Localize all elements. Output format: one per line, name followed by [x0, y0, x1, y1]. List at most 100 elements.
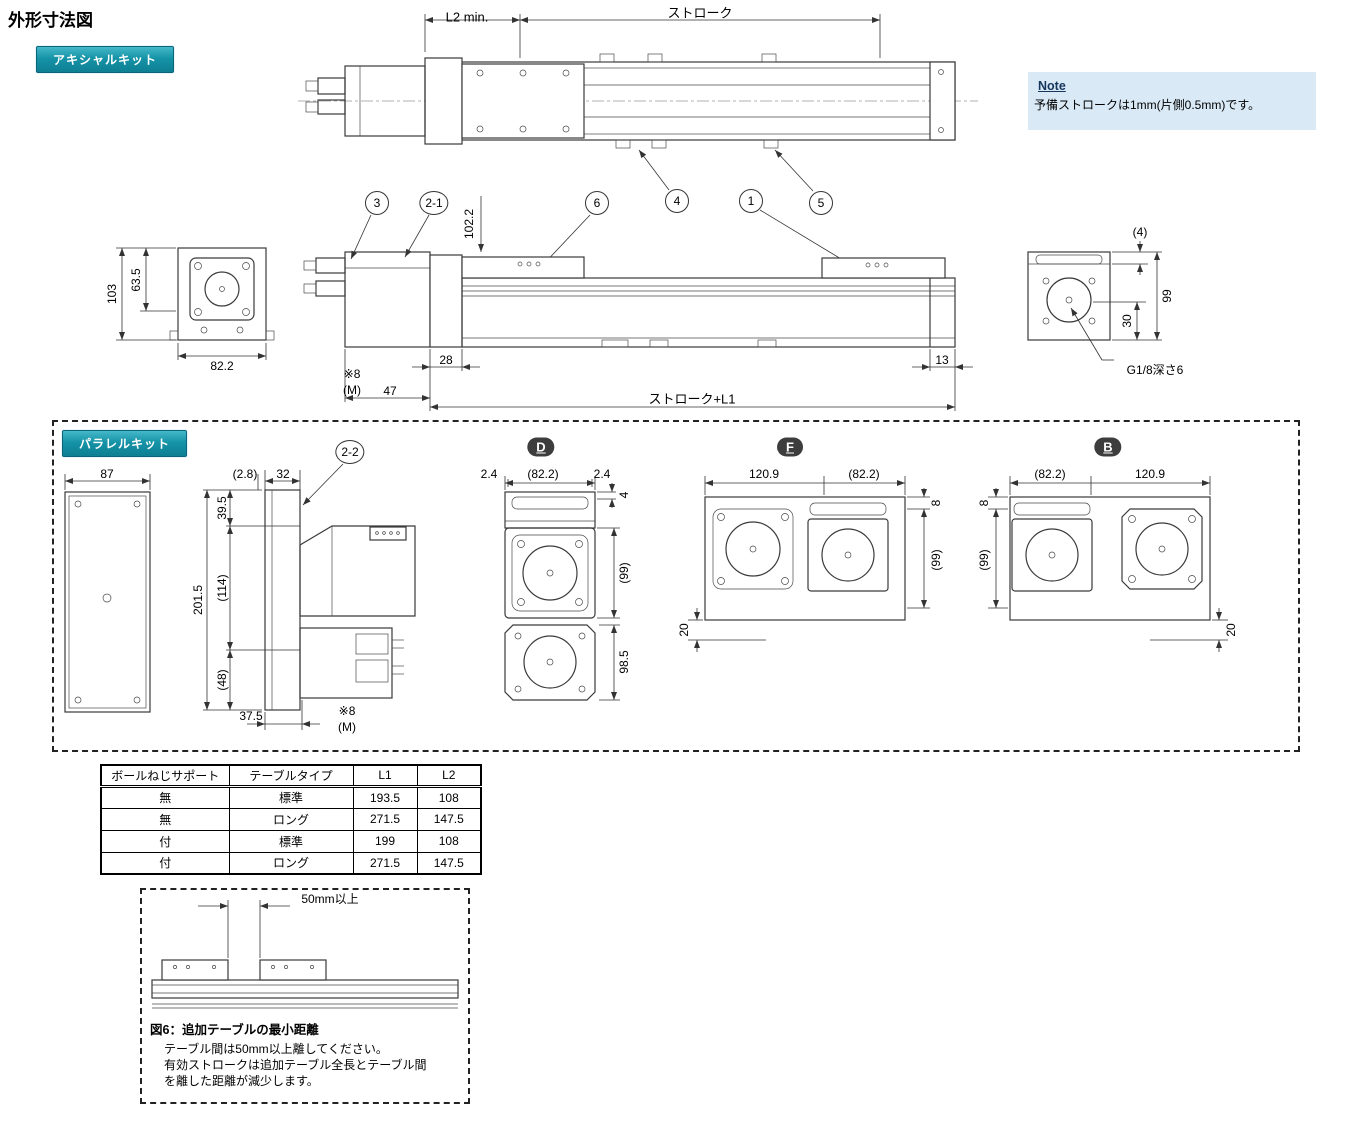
dim-13: 13 [935, 353, 949, 367]
dim-103: 103 [105, 283, 119, 305]
parallel-view-f [704, 496, 906, 621]
table-cell: 付 [100, 829, 230, 853]
axial-plan-dims [424, 14, 881, 58]
parallel-view-b-dims [988, 476, 1228, 652]
dim-g18: G1/8深さ6 [1126, 363, 1184, 377]
table-cell: 147.5 [416, 807, 482, 831]
parallel-side-view [264, 489, 416, 711]
dim-m8: ※8 [343, 367, 361, 381]
dim-82-2-b: (82.2) [1034, 467, 1066, 481]
parallel-kit-badge: パラレルキット [62, 430, 188, 457]
note-text: 予備ストロークは1mm(片側0.5mm)です。 [1034, 98, 1261, 112]
parallel-view-d [504, 491, 596, 701]
table-cell: 108 [416, 785, 482, 809]
view-label-d: D [527, 437, 555, 457]
callout-6: 6 [585, 191, 609, 215]
table-cell: 無 [100, 807, 230, 831]
dim-39-5: 39.5 [215, 496, 229, 520]
callout-2-1-label: 2-1 [425, 196, 443, 210]
dim-120-9-f: 120.9 [748, 467, 780, 481]
table-cell: 付 [100, 851, 230, 875]
dim-20-b: 20 [1224, 623, 1238, 637]
callout-2-2: 2-2 [335, 440, 365, 464]
callout-3-label: 3 [373, 196, 381, 210]
table-header: L2 [416, 764, 482, 788]
dim-20-f: 20 [677, 623, 691, 637]
dim-4-d: 4 [617, 491, 631, 499]
dim-8-f: 8 [929, 499, 943, 507]
table-header: ボールねじサポート [100, 764, 230, 788]
table-cell: 標準 [228, 829, 354, 853]
parallel-view-b [1009, 496, 1211, 621]
fig6-line-3: を離した距離が減少します。 [164, 1074, 319, 1088]
parallel-kit-section-box [52, 420, 1300, 752]
dim-99-f: (99) [929, 549, 943, 571]
axial-left-end-dims [116, 247, 267, 360]
fig6-caption: 図6：追加テーブルの最小距離 [150, 1023, 319, 1037]
callout-6-label: 6 [593, 196, 601, 210]
dim-99-b: (99) [977, 549, 991, 571]
page-title: 外形寸法図 [8, 11, 93, 30]
table-cell: ロング [228, 807, 354, 831]
dim-stroke: ストローク [667, 5, 733, 21]
dim-4p: (4) [1132, 225, 1148, 239]
table-row: 無 ロング 271.5 147.5 [100, 807, 482, 831]
table-cell: 193.5 [352, 785, 418, 809]
dim-m: (M) [343, 383, 361, 397]
axial-right-end-view [1027, 251, 1111, 341]
callout-1-label: 1 [747, 194, 755, 208]
dim-47: 47 [383, 384, 397, 398]
dim-m-parallel: (M) [338, 720, 356, 734]
axial-side-view [303, 251, 956, 348]
table-row: 付 ロング 271.5 147.5 [100, 851, 482, 875]
view-label-f: F [777, 437, 803, 457]
callout-4-label: 4 [673, 194, 681, 208]
dim-114: (114) [215, 574, 229, 602]
dim-82-2: 82.2 [210, 359, 234, 373]
fig6-dim-label: 50mm以上 [301, 892, 359, 906]
dim-201-5: 201.5 [191, 584, 205, 616]
dim-l2min: L2 min. [445, 9, 489, 25]
callout-1: 1 [739, 189, 763, 213]
dim-m8-parallel: ※8 [338, 704, 356, 718]
axial-left-end-view [169, 247, 275, 341]
dim-82-2-d: (82.2) [527, 467, 559, 481]
dim-120-9-b: 120.9 [1134, 467, 1166, 481]
fig6-line-1: テーブル間は50mm以上離してください。 [164, 1042, 388, 1056]
callout-2-1: 2-1 [419, 191, 449, 215]
dim-37-5: 37.5 [239, 709, 263, 723]
callout-5-label: 5 [817, 196, 825, 210]
callout-2-2-label: 2-2 [341, 445, 359, 459]
table-header: テーブルタイプ [228, 764, 354, 788]
table-cell: ロング [228, 851, 354, 875]
fig6-line-2: 有効ストロークは追加テーブル全長とテーブル間 [164, 1058, 427, 1072]
dim-98-5: 98.5 [617, 650, 631, 674]
dim-82-2-f: (82.2) [848, 467, 880, 481]
table-header-row: ボールねじサポート テーブルタイプ L1 L2 [100, 764, 482, 788]
axial-side-dims [344, 349, 973, 411]
dim-stroke-l1: ストローク+L1 [648, 391, 736, 407]
note-title: Note [1038, 79, 1066, 93]
dim-2-4-left: 2.4 [480, 467, 498, 481]
parallel-view-f-dims [688, 476, 930, 652]
note-box: Note 予備ストロークは1mm(片側0.5mm)です。 [1028, 72, 1316, 130]
axial-kit-badge: アキシャルキット [36, 46, 175, 73]
table-cell: 無 [100, 785, 230, 809]
dim-63-5: 63.5 [129, 268, 143, 292]
dim-99-d: (99) [617, 562, 631, 584]
parallel-side-dims [203, 463, 344, 730]
view-label-b: B [1094, 437, 1122, 457]
table-cell: 標準 [228, 785, 354, 809]
dim-30: 30 [1120, 314, 1134, 328]
table-header: L1 [352, 764, 418, 788]
callout-4: 4 [665, 189, 689, 213]
fig6-drawing [151, 900, 459, 1009]
parallel-view-d-dims [504, 476, 620, 701]
spec-table: ボールねじサポート テーブルタイプ L1 L2 無 標準 193.5 108 無… [100, 764, 482, 875]
dim-87: 87 [100, 467, 114, 481]
dim-32: 32 [276, 467, 290, 481]
table-cell: 147.5 [416, 851, 482, 875]
table-cell: 271.5 [352, 807, 418, 831]
